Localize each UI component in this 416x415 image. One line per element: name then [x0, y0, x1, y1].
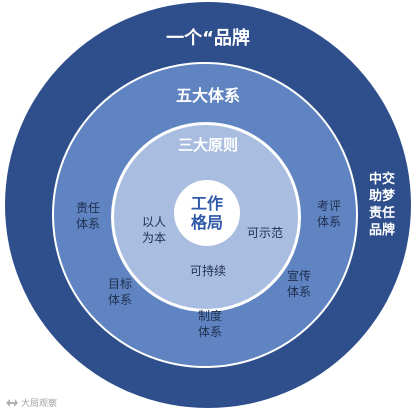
principle-label-sustainable: 可持续	[189, 264, 226, 278]
system-label-publicity: 宣传 体系	[286, 269, 311, 299]
five-systems-title: 五大体系	[175, 86, 240, 105]
outer-ring-title: 一个“品牌	[166, 28, 250, 49]
watermark-text: 大局观察	[21, 399, 58, 409]
principle-label-demonstrable: 可示范	[246, 226, 283, 240]
system-label-responsibility: 责任 体系	[75, 201, 100, 231]
outer-ring-side-label: 中交 助梦 责任 品牌	[368, 172, 395, 238]
core-label: 工作 格局	[190, 194, 223, 232]
system-label-institution: 制度 体系	[197, 309, 222, 339]
app-logo-icon	[6, 398, 18, 407]
watermark: 大局观察	[5, 396, 57, 409]
system-label-goal: 目标 体系	[107, 277, 132, 307]
three-principles-title: 三大原则	[177, 136, 238, 154]
system-label-evaluation: 考评 体系	[316, 199, 341, 229]
principle-label-people-oriented: 以人 为本	[141, 215, 166, 245]
core-circle	[174, 180, 240, 246]
